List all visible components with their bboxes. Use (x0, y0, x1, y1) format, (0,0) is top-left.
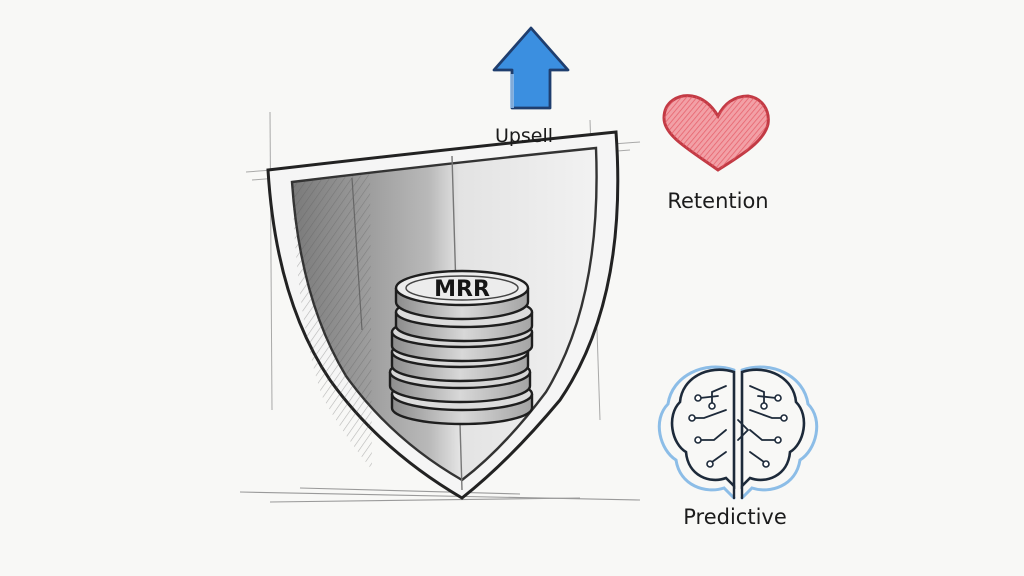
mrr-label: MRR (434, 277, 490, 302)
arrow-up-icon (492, 26, 570, 110)
brain-circuit-icon (657, 365, 819, 500)
ground-lines (239, 487, 641, 503)
heart-icon (662, 94, 770, 172)
retention-label: Retention (667, 189, 768, 213)
coin-stack-icon (388, 269, 534, 426)
upsell-label: Upsell (495, 125, 553, 147)
predictive-label: Predictive (683, 505, 787, 529)
